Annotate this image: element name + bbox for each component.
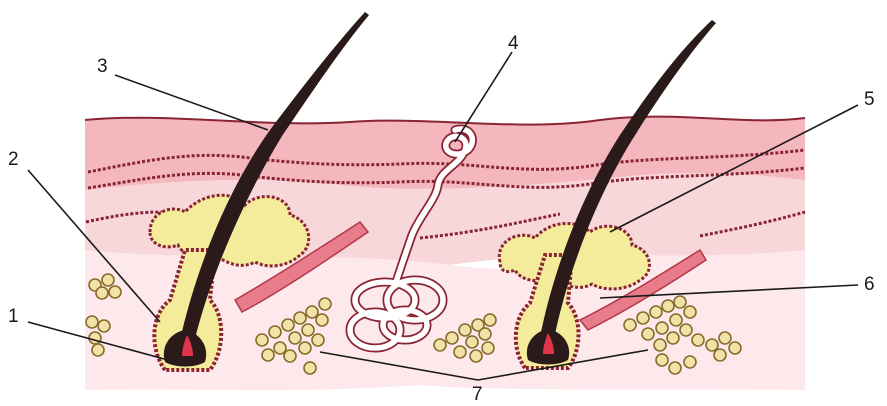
callout-3: 3 bbox=[97, 56, 108, 77]
callout-2: 2 bbox=[8, 149, 19, 170]
callout-1: 1 bbox=[8, 306, 19, 327]
callout-6: 6 bbox=[864, 274, 875, 295]
callout-5: 5 bbox=[864, 89, 875, 110]
callout-7: 7 bbox=[472, 384, 483, 405]
callout-4: 4 bbox=[508, 33, 519, 54]
